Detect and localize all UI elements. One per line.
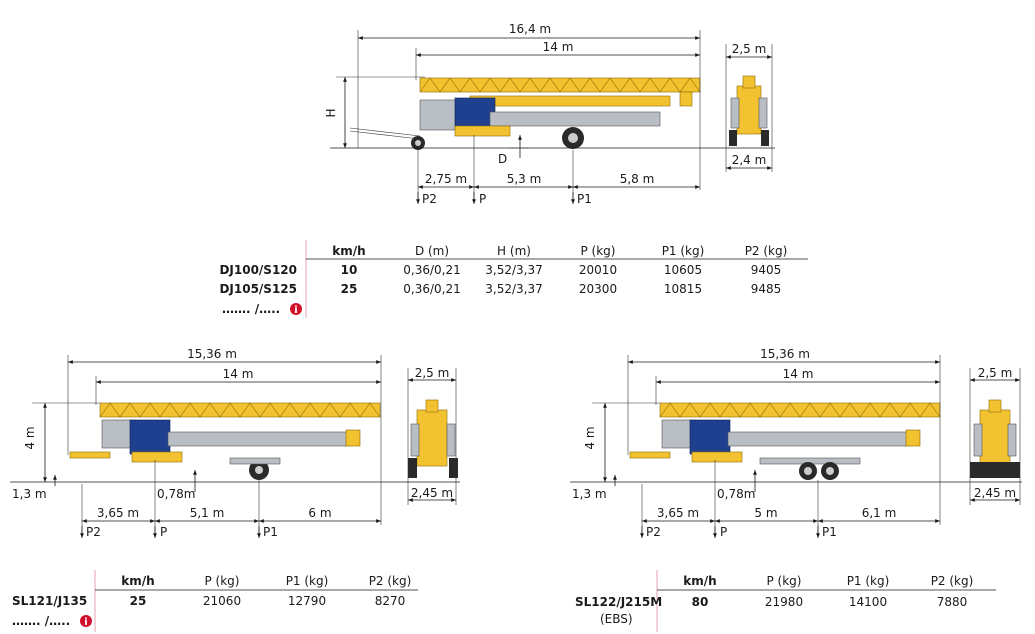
top-row1-p1: 10605	[664, 263, 702, 277]
top-width-top: 2,5 m	[732, 42, 767, 56]
left-info-icon[interactable]: i	[80, 615, 92, 628]
top-th-p: P (kg)	[581, 244, 616, 258]
top-crane-illustration	[349, 77, 701, 150]
top-jib-length: 14 m	[543, 40, 574, 54]
top-row1-p2: 9405	[751, 263, 782, 277]
right-seg1: 3,65 m	[657, 506, 699, 520]
left-th-p2: P2 (kg)	[369, 574, 412, 588]
right-row1-p2: 7880	[937, 595, 968, 609]
left-load-p: P	[160, 525, 167, 539]
svg-text:i: i	[84, 617, 87, 628]
top-info-icon[interactable]: i	[290, 303, 302, 316]
top-spec-table: km/h D (m) H (m) P (kg) P1 (kg) P2 (kg) …	[219, 240, 808, 318]
right-load-p2: P2	[646, 525, 661, 539]
left-spec-table: km/h P (kg) P1 (kg) P2 (kg) SL121/J135 2…	[12, 570, 418, 632]
top-row2-kmh: 25	[341, 282, 358, 296]
left-row1-p2: 8270	[375, 594, 406, 608]
top-crane-diagram: 16,4 m 14 m H D 2,75 m 5,3 m 5,8 m P2 P …	[324, 22, 775, 206]
top-th-kmh: km/h	[332, 244, 365, 258]
top-row1-d: 0,36/0,21	[403, 263, 460, 277]
top-seg3: 5,8 m	[620, 172, 655, 186]
top-seg1: 2,75 m	[425, 172, 467, 186]
left-clearance: 1,3 m	[12, 487, 47, 501]
top-load-p2: P2	[422, 192, 437, 206]
top-row1-kmh: 10	[341, 263, 358, 277]
top-seg2: 5,3 m	[507, 172, 542, 186]
left-crane-diagram: 15,36 m 14 m 4 m 1,3 m 0,78m 3,65 m 5,1 …	[10, 347, 460, 539]
left-th-kmh: km/h	[121, 574, 154, 588]
left-offset: 0,78m	[157, 487, 195, 501]
right-width-top: 2,5 m	[978, 366, 1013, 380]
top-row2-p: 20300	[579, 282, 617, 296]
left-seg1: 3,65 m	[97, 506, 139, 520]
right-th-p2: P2 (kg)	[931, 574, 974, 588]
top-th-h: H (m)	[497, 244, 531, 258]
right-overall-length: 15,36 m	[760, 347, 810, 361]
left-row1-kmh: 25	[130, 594, 147, 608]
top-load-p: P	[479, 192, 486, 206]
top-width-bottom: 2,4 m	[732, 153, 767, 167]
left-load-p2: P2	[86, 525, 101, 539]
right-load-p: P	[720, 525, 727, 539]
top-row2-p1: 10815	[664, 282, 702, 296]
top-load-p1: P1	[577, 192, 592, 206]
left-jib-length: 14 m	[223, 367, 254, 381]
left-crane-front-view	[408, 399, 458, 478]
right-row1-model: SL122/J215M	[575, 595, 662, 609]
top-row2-p2: 9485	[751, 282, 782, 296]
left-seg3: 6 m	[308, 506, 331, 520]
top-d-label: D	[498, 152, 507, 166]
left-th-p1: P1 (kg)	[286, 574, 329, 588]
left-overall-length: 15,36 m	[187, 347, 237, 361]
left-row1-p: 21060	[203, 594, 241, 608]
left-load-p1: P1	[263, 525, 278, 539]
right-th-p: P (kg)	[767, 574, 802, 588]
top-row1-h: 3,52/3,37	[485, 263, 542, 277]
right-row1-sub: (EBS)	[600, 612, 633, 626]
top-crane-front-view	[729, 75, 769, 146]
top-overall-length: 16,4 m	[509, 22, 551, 36]
right-spec-table: km/h P (kg) P1 (kg) P2 (kg) SL122/J215M …	[575, 570, 996, 632]
right-crane-diagram: 15,36 m 14 m 4 m 1,3 m 0,78m 3,65 m 5 m …	[570, 347, 1022, 539]
right-jib-length: 14 m	[783, 367, 814, 381]
svg-text:i: i	[294, 305, 297, 316]
left-row1-model: SL121/J135	[12, 594, 87, 608]
top-row2-d: 0,36/0,21	[403, 282, 460, 296]
top-th-p2: P2 (kg)	[745, 244, 788, 258]
right-th-kmh: km/h	[683, 574, 716, 588]
top-row2-h: 3,52/3,37	[485, 282, 542, 296]
right-height: 4 m	[583, 426, 597, 449]
right-row1-kmh: 80	[692, 595, 709, 609]
left-seg2: 5,1 m	[190, 506, 225, 520]
right-width-bottom: 2,45 m	[974, 486, 1016, 500]
top-th-d: D (m)	[415, 244, 449, 258]
right-th-p1: P1 (kg)	[847, 574, 890, 588]
top-row2-model: DJ105/S125	[219, 282, 297, 296]
left-height: 4 m	[23, 426, 37, 449]
top-height-label: H	[324, 108, 338, 117]
left-width-top: 2,5 m	[415, 366, 450, 380]
right-clearance: 1,3 m	[572, 487, 607, 501]
left-more-models: ……. /…..	[12, 614, 70, 628]
left-width-bottom: 2,45 m	[411, 486, 453, 500]
left-th-p: P (kg)	[205, 574, 240, 588]
right-row1-p: 21980	[765, 595, 803, 609]
right-crane-front-view	[970, 399, 1020, 478]
left-crane-illustration	[69, 402, 381, 480]
right-load-p1: P1	[822, 525, 837, 539]
right-seg3: 6,1 m	[862, 506, 897, 520]
right-offset: 0,78m	[717, 487, 755, 501]
right-crane-illustration	[629, 402, 941, 480]
right-seg2: 5 m	[754, 506, 777, 520]
right-row1-p1: 14100	[849, 595, 887, 609]
top-row1-model: DJ100/S120	[219, 263, 297, 277]
top-th-p1: P1 (kg)	[662, 244, 705, 258]
top-more-models: ……. /…..	[222, 302, 280, 316]
top-row1-p: 20010	[579, 263, 617, 277]
left-row1-p1: 12790	[288, 594, 326, 608]
